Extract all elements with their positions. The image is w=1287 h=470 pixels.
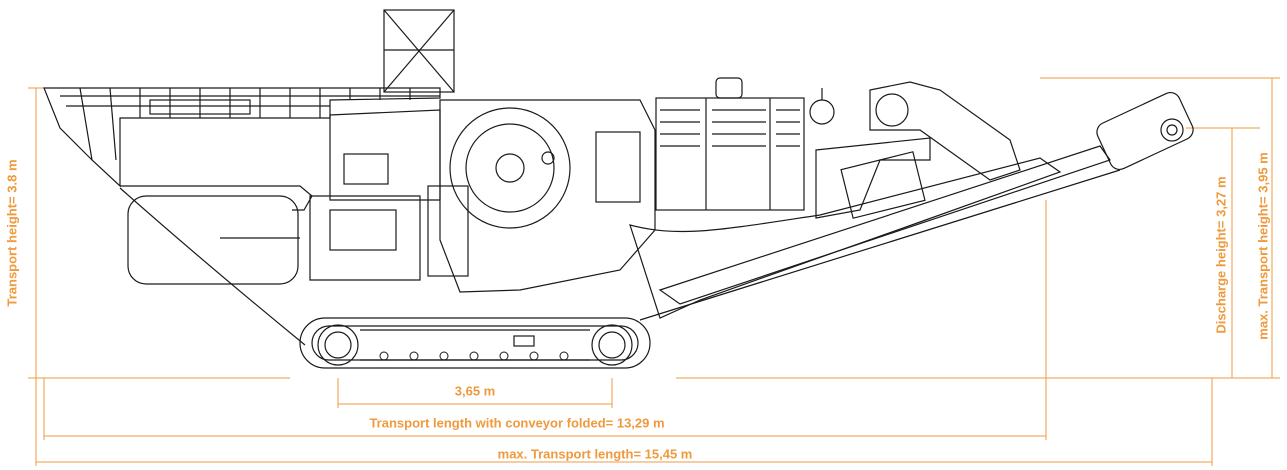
track-rollers [379, 351, 569, 361]
max-transport-length-label: max. Transport length= 15,45 m [497, 446, 693, 462]
max-transport-height-label: max. Transport height= 3,95 m [1255, 152, 1271, 340]
discharge-height-label: Discharge height= 3,27 m [1213, 176, 1229, 334]
transport-length-folded-label: Transport length with conveyor folded= 1… [369, 415, 665, 431]
crusher-machine [43, 9, 1194, 369]
transport-height-label: Transport height= 3.8 m [4, 159, 20, 307]
track-length-label: 3,65 m [454, 383, 496, 399]
dimension-lines [28, 77, 1280, 466]
